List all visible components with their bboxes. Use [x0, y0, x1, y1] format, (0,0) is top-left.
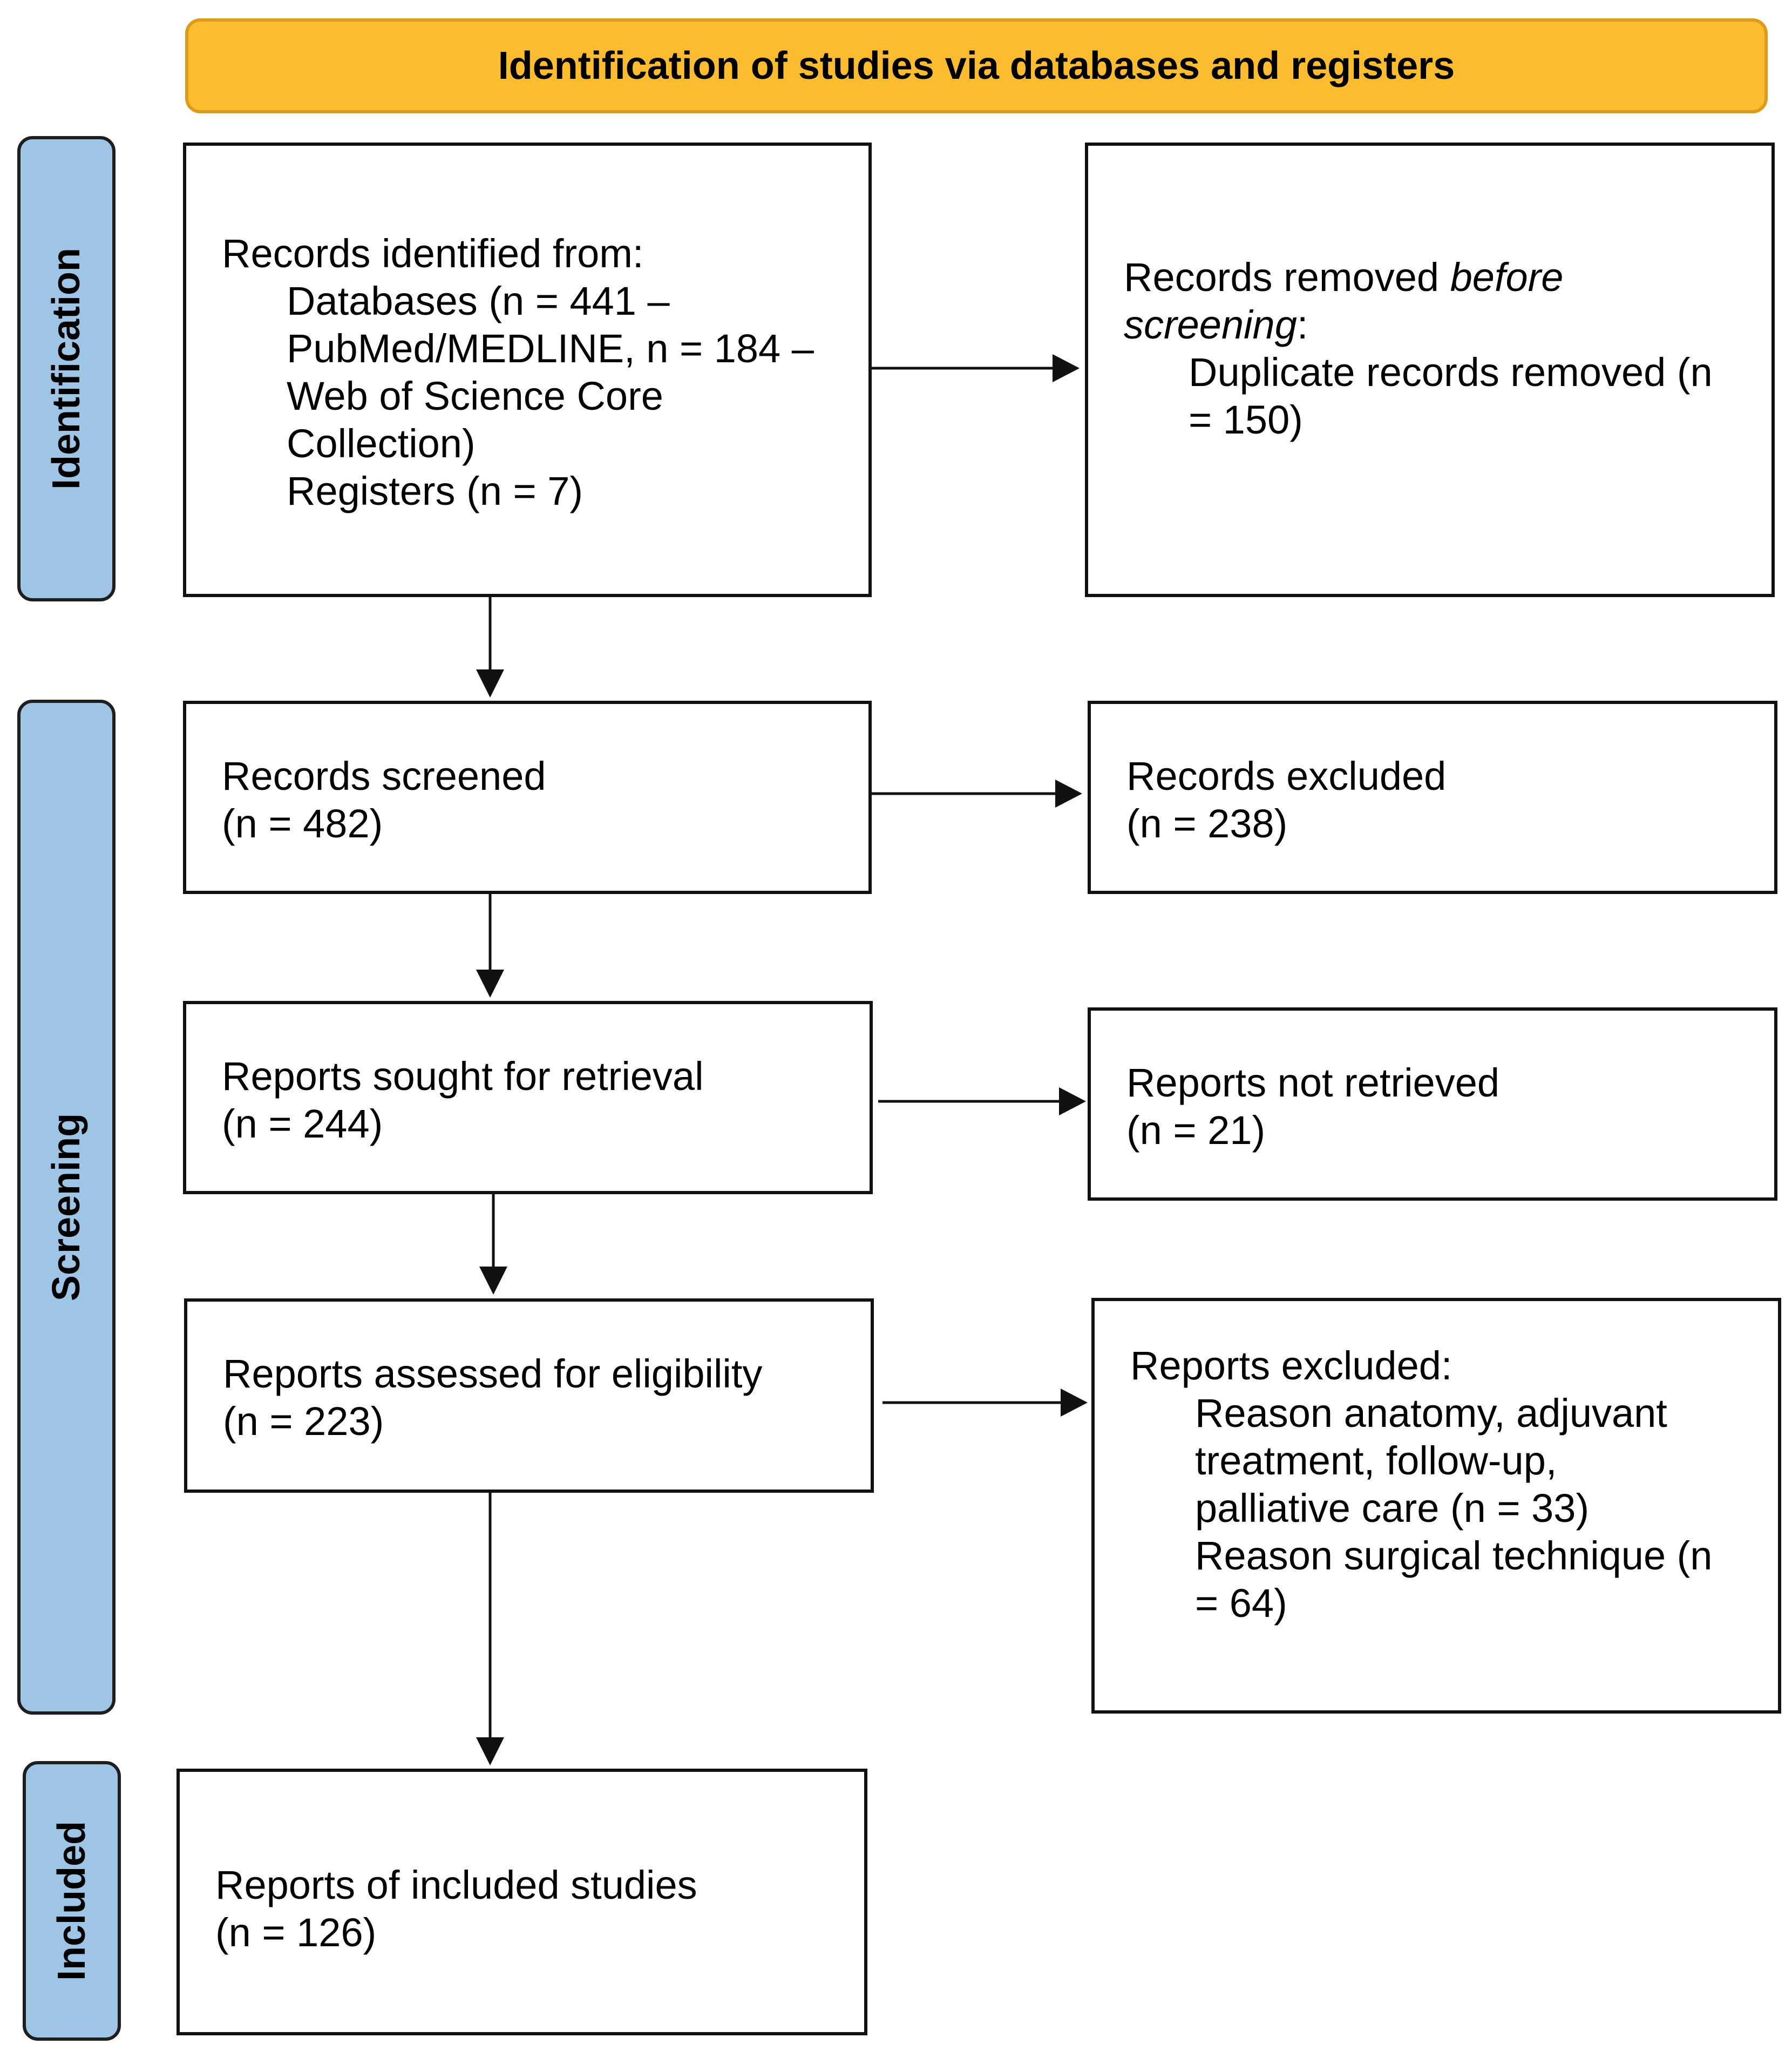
- records-screened-label: Records screened: [222, 754, 546, 798]
- phase-screening: Screening: [17, 700, 116, 1715]
- records-excluded-box: Records excluded (n = 238): [1088, 701, 1777, 894]
- records-removed-heading: Records removed before: [1124, 255, 1564, 300]
- phase-included: Included: [23, 1761, 121, 2041]
- arrowhead-included: [476, 1737, 504, 1765]
- included-studies-box: Reports of included studies (n = 126): [177, 1769, 867, 2035]
- reports-not-retrieved-box: Reports not retrieved (n = 21): [1088, 1007, 1777, 1201]
- arrowhead-excluded: [1055, 780, 1082, 808]
- records-removed-heading-cont: screening:: [1124, 302, 1308, 347]
- reports-excluded-heading: Reports excluded:: [1130, 1343, 1452, 1388]
- records-screened-box: Records screened (n = 482): [183, 701, 872, 894]
- reason-surgical-count: = 64): [1195, 1581, 1287, 1626]
- reports-sought-count: (n = 244): [222, 1101, 383, 1146]
- records-identified-box: Records identified from: Databases (n = …: [183, 143, 872, 597]
- arrowhead-reports-excluded: [1061, 1389, 1088, 1417]
- reports-not-retrieved-label: Reports not retrieved: [1126, 1060, 1500, 1105]
- duplicates-removed: Duplicate records removed (n: [1189, 350, 1713, 395]
- arrowhead-screened: [476, 669, 504, 698]
- arrowhead-assessed: [479, 1267, 507, 1295]
- phase-identification: Identification: [17, 136, 116, 601]
- included-studies-count: (n = 126): [215, 1910, 377, 1955]
- wos-name: Web of Science Core: [287, 374, 663, 418]
- arrowhead-not-retrieved: [1059, 1087, 1086, 1115]
- header-title: Identification of studies via databases …: [498, 44, 1455, 87]
- reason-anatomy-cont: treatment, follow-up,: [1195, 1438, 1557, 1483]
- included-studies-label: Reports of included studies: [215, 1863, 697, 1907]
- arrowhead-sought: [476, 970, 504, 998]
- records-excluded-count: (n = 238): [1126, 801, 1288, 846]
- pubmed-count: PubMed/MEDLINE, n = 184 –: [287, 326, 814, 371]
- reason-surgical: Reason surgical technique (n: [1195, 1533, 1713, 1578]
- records-excluded-label: Records excluded: [1126, 754, 1447, 798]
- registers-count: Registers (n = 7): [287, 469, 583, 513]
- arrowhead-removed: [1053, 354, 1080, 382]
- reports-sought-label: Reports sought for retrieval: [222, 1054, 704, 1099]
- databases-count: Databases (n = 441 –: [287, 279, 670, 323]
- records-removed-box: Records removed before screening: Duplic…: [1085, 143, 1775, 597]
- wos-name-cont: Collection): [287, 421, 476, 466]
- reports-sought-box: Reports sought for retrieval (n = 244): [183, 1001, 873, 1194]
- records-screened-count: (n = 482): [222, 801, 383, 846]
- reports-assessed-box: Reports assessed for eligibility (n = 22…: [184, 1298, 874, 1493]
- reports-assessed-label: Reports assessed for eligibility: [223, 1351, 763, 1396]
- reports-not-retrieved-count: (n = 21): [1126, 1108, 1266, 1153]
- diagram-header: Identification of studies via databases …: [185, 18, 1768, 113]
- reports-excluded-box: Reports excluded: Reason anatomy, adjuva…: [1091, 1298, 1781, 1714]
- duplicates-removed-count: = 150): [1189, 397, 1303, 442]
- reason-anatomy: Reason anatomy, adjuvant: [1195, 1391, 1667, 1436]
- reports-assessed-count: (n = 223): [223, 1399, 384, 1444]
- records-identified-heading: Records identified from:: [222, 231, 644, 276]
- reason-anatomy-count: palliative care (n = 33): [1195, 1486, 1590, 1531]
